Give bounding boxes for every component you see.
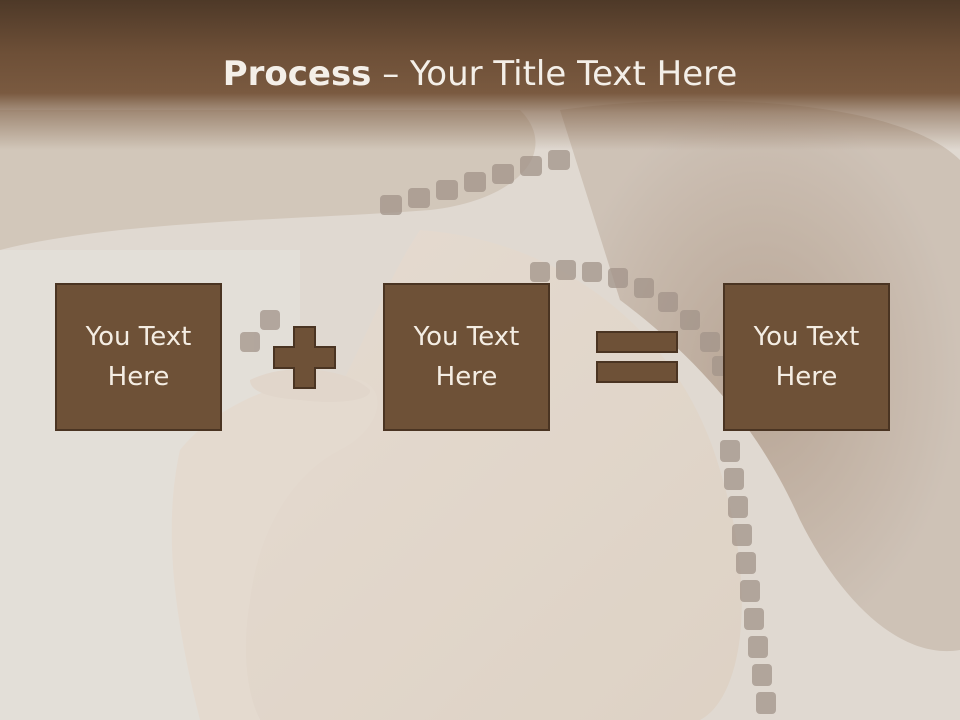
equals-icon (596, 331, 678, 383)
process-box-1[interactable]: You Text Here (55, 283, 222, 431)
process-box-3[interactable]: You Text Here (723, 283, 890, 431)
slide-title: Process – Your Title Text Here (0, 52, 960, 96)
process-box-2[interactable]: You Text Here (383, 283, 550, 431)
title-bar (0, 0, 960, 150)
title-rest-text: – Your Title Text Here (371, 54, 738, 94)
plus-icon (273, 326, 336, 389)
title-bold-text: Process (222, 54, 372, 94)
